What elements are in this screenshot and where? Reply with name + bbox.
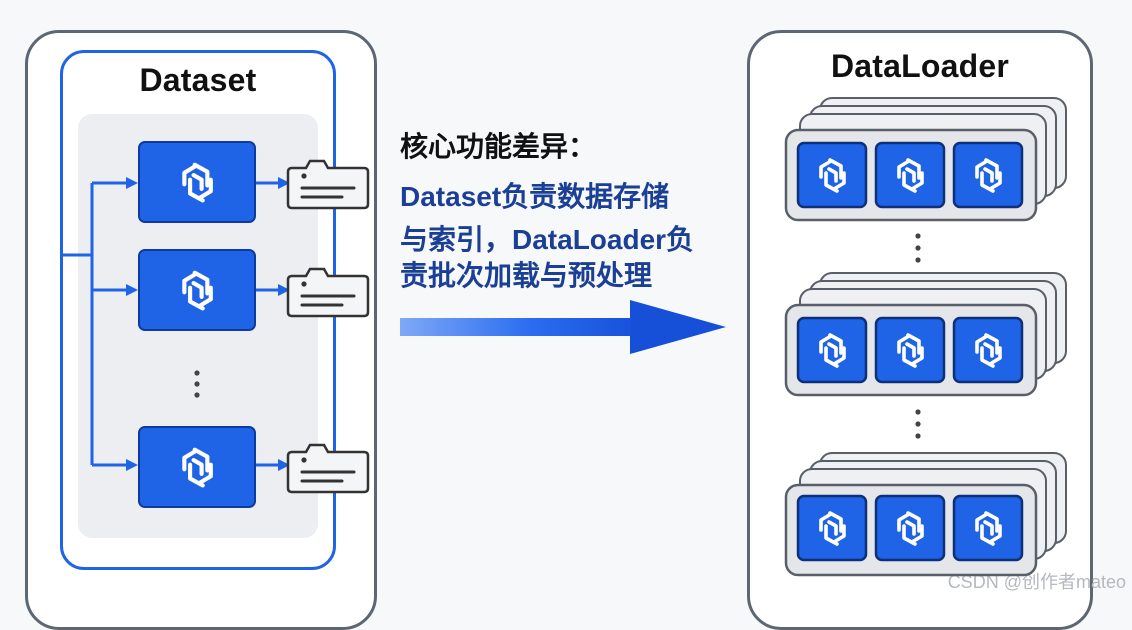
- hexagon-network-icon: [954, 143, 1022, 207]
- folder-tag-icon: [286, 159, 370, 210]
- hexagon-network-icon: [876, 143, 944, 207]
- dataloader-batch: [784, 452, 1067, 577]
- caption-line: 责批次加载与预处理: [400, 260, 653, 291]
- hexagon-network-icon: [798, 143, 866, 207]
- dataset-sample: [138, 249, 256, 331]
- right-arrow-icon: [126, 459, 138, 471]
- dataset-ellipsis: [194, 370, 200, 398]
- dataloader-batch: [784, 272, 1067, 397]
- caption-line: 与索引，DataLoader负: [400, 224, 695, 255]
- dataset-sample: [138, 141, 256, 223]
- right-arrow-icon: [278, 459, 290, 471]
- dataset-title: Dataset: [139, 62, 257, 98]
- hexagon-network-icon: [798, 318, 866, 382]
- dataset-connector-lines: [62, 181, 128, 467]
- diagram-graphics: [62, 97, 1067, 577]
- hexagon-network-icon: [876, 318, 944, 382]
- dataloader-title: DataLoader: [830, 48, 1010, 84]
- watermark: CSDN @创作者mateo: [947, 572, 1126, 592]
- right-arrow-icon: [126, 177, 138, 189]
- dataloader-batch: [784, 97, 1067, 222]
- dataset-sample: [138, 426, 256, 508]
- dataloader-ellipsis: [915, 233, 921, 263]
- folder-tag-icon: [286, 443, 370, 494]
- hexagon-network-icon: [876, 496, 944, 560]
- right-arrow-icon: [278, 177, 290, 189]
- folder-tag-icon: [286, 267, 370, 318]
- caption-heading: 核心功能差异：: [400, 131, 597, 162]
- right-arrow-icon: [126, 284, 138, 296]
- hexagon-network-icon: [954, 318, 1022, 382]
- hexagon-network-icon: [798, 496, 866, 560]
- right-arrow-icon: [278, 284, 290, 296]
- right-arrow-icon: [400, 300, 726, 354]
- hexagon-network-icon: [954, 496, 1022, 560]
- dataloader-ellipsis: [915, 409, 921, 439]
- caption-line: Dataset负责数据存储: [400, 181, 670, 212]
